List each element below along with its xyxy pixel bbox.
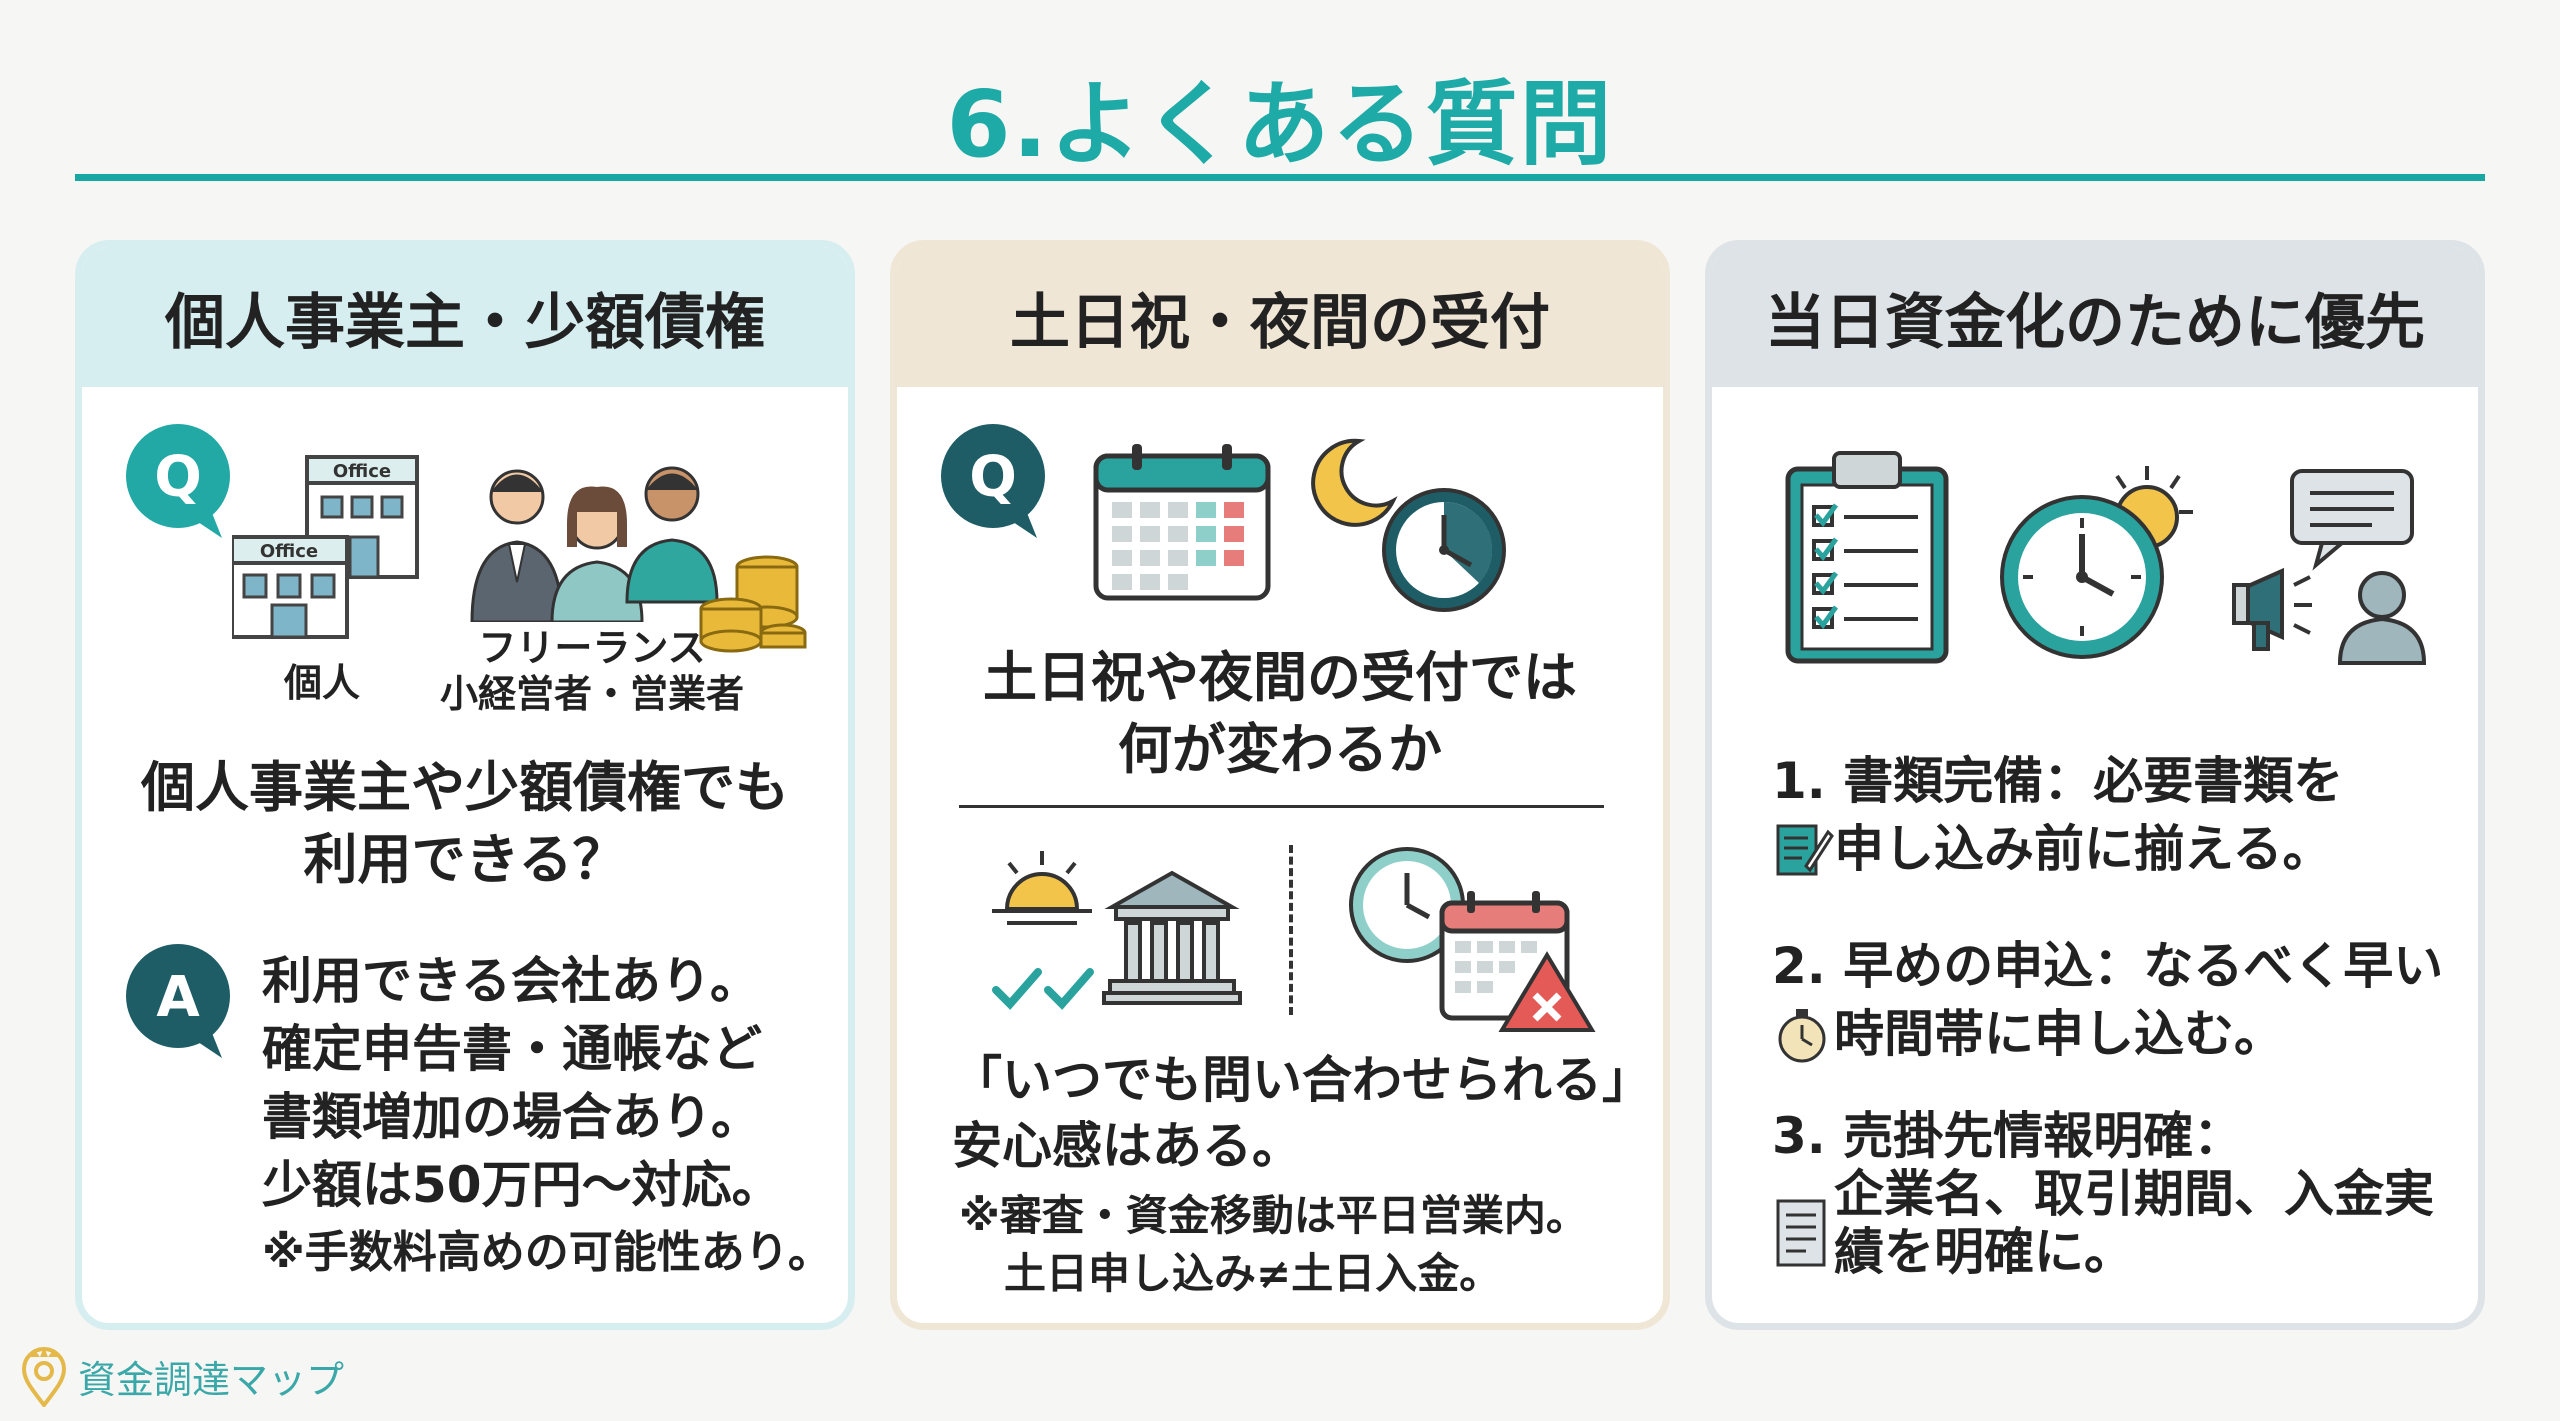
clipboard-checklist-icon: [1782, 447, 1952, 671]
page-title: 6.よくある質問: [946, 71, 1614, 178]
question-text: 土日祝や夜間の受付では 何が変わるか: [983, 646, 1577, 781]
title-underline: [75, 174, 2485, 181]
sunrise-icon: [987, 847, 1097, 941]
q-mark: Q: [154, 445, 202, 510]
svg-text:Office: Office: [260, 541, 318, 562]
calendar-icon: [1092, 442, 1272, 606]
question-text: 個人事業主や少額債権でも 利用できる？: [141, 756, 789, 891]
priority-item-documents: 1. 書類完備：必要書類を 申し込み前に揃える。: [1772, 752, 2344, 878]
q-bubble-icon: Q: [937, 422, 1057, 542]
clock-icon: [1379, 485, 1509, 619]
answer-text: 「いつでも問い合わせられる」 安心感はある。: [952, 1051, 1652, 1175]
vertical-dash-divider: [1289, 845, 1293, 1015]
section-divider: [959, 805, 1604, 808]
faq-card-sole-proprietor: 個人事業主・少額債権 Q Office Office: [75, 240, 855, 1330]
megaphone-contact-icon: [2232, 467, 2442, 671]
card-header: 土日祝・夜間の受付: [897, 247, 1663, 387]
label-freelance: フリーランス 小経営者・営業者: [439, 626, 744, 716]
svg-text:Office: Office: [333, 461, 391, 482]
document-pen-icon: [1776, 824, 1834, 876]
moon-icon: [1299, 435, 1399, 539]
clock-calendar-cancel-icon: [1347, 845, 1597, 1039]
map-pin-logo-icon: [21, 1347, 67, 1407]
office-building-icon: Office Office: [230, 447, 432, 651]
note-text: ※審査・資金移動は平日営業内。 土日申し込み≠土日入金。: [959, 1191, 1588, 1298]
card-header: 個人事業主・少額債権: [82, 247, 848, 387]
q-mark: Q: [969, 445, 1017, 510]
morning-clock-icon: [1997, 462, 2197, 666]
brand-name: 資金調達マップ: [78, 1357, 345, 1402]
check-marks-icon: [992, 962, 1102, 1016]
label-individual: 個人: [283, 661, 360, 705]
priority-item-customer-info: 3. 売掛先情報明確： 企業名、取引期間、入金実 績を明確に。: [1772, 1107, 2434, 1281]
a-bubble-icon: A: [122, 942, 242, 1062]
business-people-icon: [467, 452, 727, 626]
answer-text: 利用できる会社あり。 確定申告書・通帳など 書類増加の場合あり。 少額は50万円…: [262, 952, 832, 1278]
bank-icon: [1102, 867, 1242, 1011]
card-header: 当日資金化のために優先: [1712, 247, 2478, 387]
stopwatch-icon: [1778, 1009, 1826, 1063]
coins-icon: [697, 547, 807, 661]
faq-card-weekend-night: 土日祝・夜間の受付 Q: [890, 240, 1670, 1330]
brand-footer: 資金調達マップ: [20, 1345, 344, 1407]
q-bubble-icon: Q: [122, 422, 242, 542]
faq-card-same-day-priority: 当日資金化のために優先: [1705, 240, 2485, 1330]
a-mark: A: [156, 965, 200, 1030]
document-icon: [1776, 1199, 1826, 1267]
priority-item-early-apply: 2. 早めの申込：なるべく早い 時間帯に申し込む。: [1772, 937, 2444, 1063]
